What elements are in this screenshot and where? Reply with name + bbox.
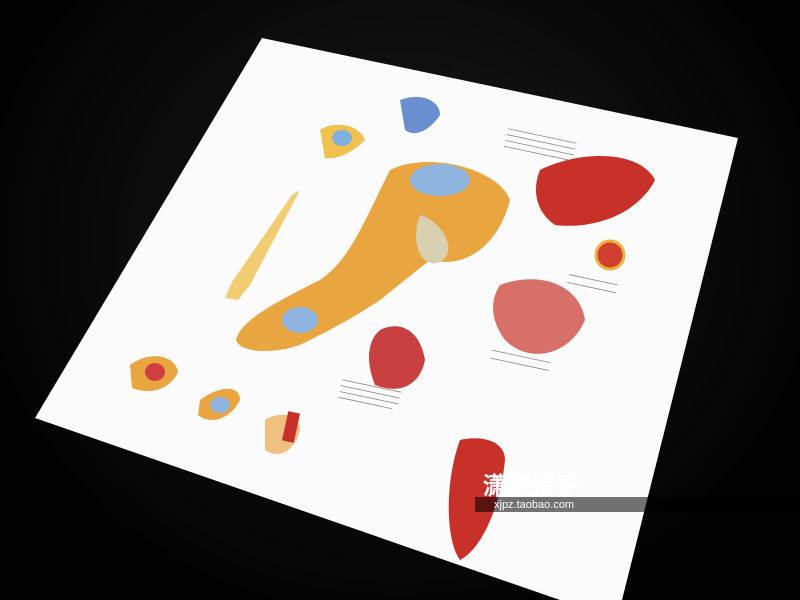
poster-sheet — [35, 38, 738, 600]
rear-shoulder-muscles — [493, 279, 585, 354]
watermark-url: xjpz.taobao.com — [494, 499, 574, 511]
text-lines — [338, 128, 618, 410]
arm-illustration — [236, 161, 510, 352]
watermark: 潇家铺子 xjpz.taobao.com — [475, 472, 800, 512]
arm-cross-section — [594, 239, 626, 271]
shoulder-joint — [410, 164, 470, 196]
joint-cross-section — [400, 96, 440, 134]
humerus-bone — [225, 190, 300, 300]
watermark-brand: 潇家铺子 — [483, 472, 579, 500]
elbow-joint — [282, 307, 318, 333]
front-shoulder-muscles — [535, 156, 655, 226]
upper-arm-muscles — [368, 326, 425, 389]
